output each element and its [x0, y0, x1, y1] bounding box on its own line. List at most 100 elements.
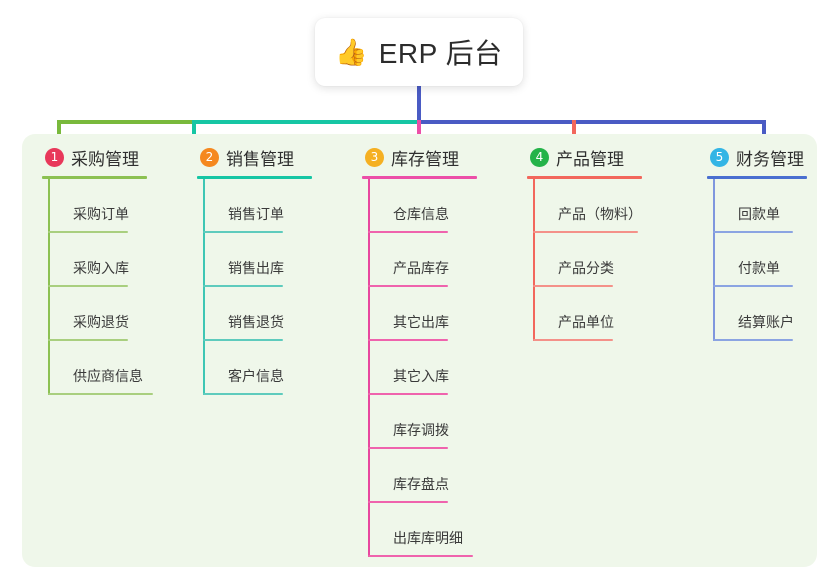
leaf-label: 库存调拨: [393, 422, 449, 438]
leaf-label: 客户信息: [228, 368, 284, 384]
leaf-label: 销售出库: [228, 260, 284, 276]
column-title-4: 产品管理: [556, 149, 624, 169]
column-title-1: 采购管理: [71, 149, 139, 169]
leaf-label: 采购退货: [73, 314, 129, 330]
leaf-item[interactable]: 结算账户: [707, 287, 807, 341]
column-badge-4: 4: [530, 147, 549, 167]
column-rule-2: [197, 176, 312, 179]
root-node[interactable]: 👍 ERP 后台: [315, 18, 523, 86]
column-spine-4: [533, 179, 535, 341]
leaf-rule: [713, 231, 793, 233]
column-2: 2 销售管理销售订单销售出库销售退货客户信息: [197, 144, 312, 395]
leaf-item[interactable]: 采购订单: [42, 179, 147, 233]
leaf-label: 付款单: [738, 260, 780, 276]
thumbs-up-icon: 👍: [335, 37, 368, 67]
column-4: 4 产品管理产品（物料） 产品分类产品单位: [527, 144, 642, 341]
leaf-label: 产品单位: [558, 314, 614, 330]
leaf-list-5: 回款单付款单结算账户: [707, 179, 807, 341]
leaf-rule: [203, 231, 283, 233]
column-spine-5: [713, 179, 715, 341]
leaf-rule: [533, 285, 613, 287]
leaf-rule: [713, 339, 793, 341]
leaf-item[interactable]: 产品分类: [527, 233, 642, 287]
leaf-label: 产品分类: [558, 260, 614, 276]
leaf-item[interactable]: 回款单: [707, 179, 807, 233]
leaf-label: 出库库明细: [393, 530, 463, 546]
leaf-label: 采购入库: [73, 260, 129, 276]
leaf-item[interactable]: 销售退货: [197, 287, 312, 341]
leaf-label: 库存盘点: [393, 476, 449, 492]
leaf-item[interactable]: 出库库明细: [362, 503, 477, 557]
column-rule-3: [362, 176, 477, 179]
leaf-label: 回款单: [738, 206, 780, 222]
leaf-list-4: 产品（物料） 产品分类产品单位: [527, 179, 642, 341]
leaf-item[interactable]: 其它出库: [362, 287, 477, 341]
column-3: 3 库存管理仓库信息产品库存其它出库其它入库库存调拨库存盘点出库库明细: [362, 144, 477, 557]
leaf-item[interactable]: 库存盘点: [362, 449, 477, 503]
leaf-item[interactable]: 客户信息: [197, 341, 312, 395]
leaf-item[interactable]: 付款单: [707, 233, 807, 287]
column-header-3[interactable]: 3 库存管理: [362, 144, 477, 170]
leaf-label: 销售订单: [228, 206, 284, 222]
column-title-2: 销售管理: [226, 149, 294, 169]
column-5: 5 财务管理回款单付款单结算账户: [707, 144, 807, 341]
column-rule-1: [42, 176, 147, 179]
column-header-4[interactable]: 4 产品管理: [527, 144, 642, 170]
leaf-item[interactable]: 产品单位: [527, 287, 642, 341]
leaf-rule: [368, 339, 448, 341]
leaf-item[interactable]: 产品库存: [362, 233, 477, 287]
leaf-item[interactable]: 销售订单: [197, 179, 312, 233]
leaf-rule: [368, 231, 448, 233]
leaf-rule: [48, 339, 128, 341]
leaf-label: 仓库信息: [393, 206, 449, 222]
leaf-rule: [203, 339, 283, 341]
leaf-item[interactable]: 销售出库: [197, 233, 312, 287]
leaf-item[interactable]: 仓库信息: [362, 179, 477, 233]
column-header-5[interactable]: 5 财务管理: [707, 144, 807, 170]
leaf-rule: [368, 285, 448, 287]
column-spine-1: [48, 179, 50, 395]
leaf-rule: [48, 231, 128, 233]
leaf-rule: [533, 231, 638, 233]
leaf-label: 结算账户: [738, 314, 794, 330]
leaf-rule: [368, 555, 473, 557]
leaf-item[interactable]: 其它入库: [362, 341, 477, 395]
column-spine-3: [368, 179, 370, 557]
column-1: 1 采购管理采购订单采购入库采购退货供应商信息: [42, 144, 153, 395]
column-badge-5: 5: [710, 147, 729, 167]
leaf-item[interactable]: 库存调拨: [362, 395, 477, 449]
leaf-rule: [368, 393, 448, 395]
column-badge-1: 1: [45, 147, 64, 167]
leaf-label: 其它出库: [393, 314, 449, 330]
leaf-label: 其它入库: [393, 368, 449, 384]
leaf-label: 供应商信息: [73, 368, 143, 384]
leaf-label: 产品（物料）: [558, 206, 642, 222]
leaf-rule: [48, 393, 153, 395]
column-rule-4: [527, 176, 642, 179]
root-title: ERP 后台: [378, 38, 503, 69]
leaf-label: 产品库存: [393, 260, 449, 276]
leaf-item[interactable]: 采购入库: [42, 233, 147, 287]
column-header-2[interactable]: 2 销售管理: [197, 144, 312, 170]
leaf-item[interactable]: 供应商信息: [42, 341, 153, 395]
leaf-list-1: 采购订单采购入库采购退货供应商信息: [42, 179, 153, 395]
column-title-5: 财务管理: [736, 149, 804, 169]
leaf-rule: [368, 501, 448, 503]
leaf-label: 采购订单: [73, 206, 129, 222]
column-badge-2: 2: [200, 147, 219, 167]
leaf-rule: [713, 285, 793, 287]
leaf-rule: [48, 285, 128, 287]
diagram-panel: [22, 134, 817, 567]
leaf-item[interactable]: 采购退货: [42, 287, 147, 341]
column-badge-3: 3: [365, 147, 384, 167]
leaf-label: 销售退货: [228, 314, 284, 330]
leaf-rule: [368, 447, 448, 449]
column-title-3: 库存管理: [391, 149, 459, 169]
column-rule-5: [707, 176, 807, 179]
leaf-list-3: 仓库信息产品库存其它出库其它入库库存调拨库存盘点出库库明细: [362, 179, 477, 557]
leaf-item[interactable]: 产品（物料）: [527, 179, 642, 233]
leaf-list-2: 销售订单销售出库销售退货客户信息: [197, 179, 312, 395]
leaf-rule: [203, 285, 283, 287]
leaf-rule: [533, 339, 613, 341]
column-header-1[interactable]: 1 采购管理: [42, 144, 147, 170]
